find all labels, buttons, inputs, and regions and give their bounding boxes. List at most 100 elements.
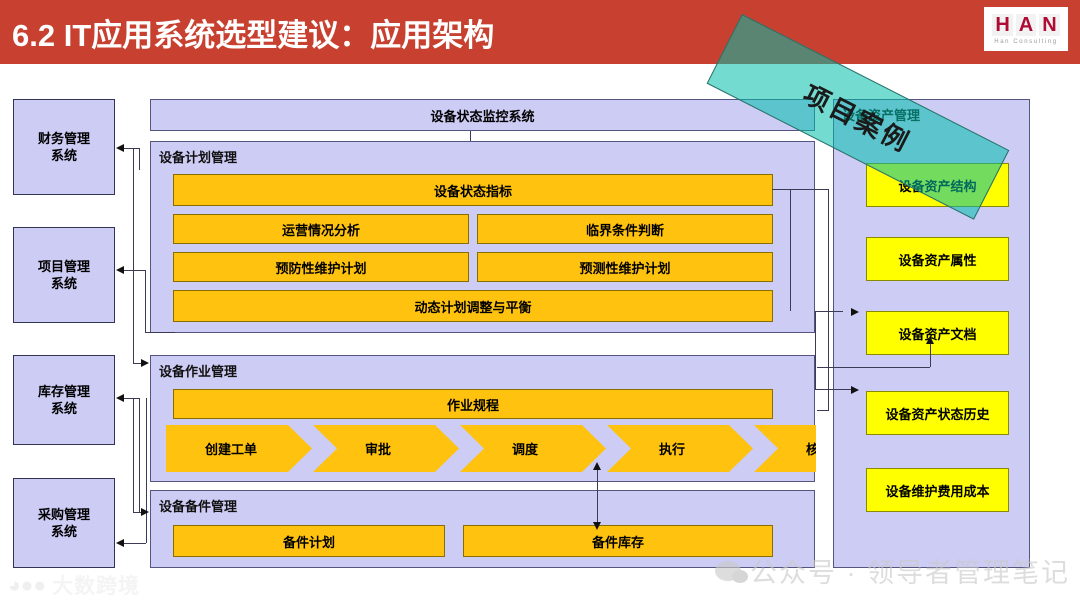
purchase-line1: 采购管理 [37,507,90,522]
arrow-up-to-status-history [926,336,934,344]
purchase-line2: 系统 [50,524,77,539]
arrow-to-status-history [851,308,859,316]
asset-item-label: 设备资产文档 [898,326,977,342]
sidebar-item-purchase-system[interactable]: 采购管理 系统 [13,478,115,568]
inventory-line2: 系统 [50,401,77,416]
sidebar-item-label: 项目管理 系统 [38,258,90,292]
page-title: 6.2 IT应用系统选型建议：应用架构 [12,18,495,53]
plan-item-operation-analysis[interactable]: 运营情况分析 [173,214,469,244]
project-line1: 项目管理 [37,259,90,274]
process-step-create-work-order[interactable]: 创建工单 [166,425,312,472]
header-band [0,0,1080,64]
connector-plan-to-project-v [145,270,146,332]
process-step-label: 执行 [658,442,685,457]
equipment-status-monitor-bar[interactable]: 设备状态监控系统 [150,99,815,131]
connector-execute-to-spare-inventory [597,465,598,528]
plan-item-label: 动态计划调整与平衡 [414,299,532,315]
job-item-operating-procedure[interactable]: 作业规程 [173,389,773,419]
connector-job-to-inventory-v [139,398,140,512]
connector-status-indicator-down [828,189,829,411]
monitor-bar-label: 设备状态监控系统 [430,108,535,124]
connector-plan-panel-right [815,311,843,312]
finance-line1: 财务管理 [37,131,90,146]
connector-cost-to-history [930,341,931,367]
connector-job-to-purchase-h [124,543,146,544]
arrow-to-finance-system [116,144,124,152]
logo-letter-a: A [1015,13,1037,36]
plan-item-critical-condition[interactable]: 临界条件判断 [477,214,773,244]
sidebar-item-inventory-system[interactable]: 库存管理 系统 [13,355,115,445]
watermark-right-label: 公众号 · 领导者管理笔记 [750,558,1070,588]
sidebar-item-finance-system[interactable]: 财务管理 系统 [13,99,115,195]
arrow-to-inventory-system [116,394,124,402]
connector-job-to-inventory-h [124,398,139,399]
sidebar-item-label: 采购管理 系统 [38,506,90,540]
asset-item-status-history[interactable]: 设备资产状态历史 [866,391,1009,435]
watermark-right: 公众号 · 领导者管理笔记 [715,551,1070,590]
connector-plan-to-finance-h [124,148,139,149]
plan-item-label: 设备状态指标 [433,183,512,199]
equipment-spare-parts-panel: 设备备件管理 备件计划 备件库存 [150,490,815,568]
plan-item-predictive-maintenance[interactable]: 预测性维护计划 [477,252,773,282]
arrow-to-maintenance-cost [851,386,859,394]
connector-job-to-purchase-v [146,398,147,543]
asset-item-label: 设备资产属性 [898,252,977,268]
process-step-execute[interactable]: 执行 [607,425,753,472]
plan-item-status-indicator[interactable]: 设备状态指标 [173,174,773,206]
connector-into-status-history [817,410,828,411]
sidebar-item-label: 库存管理 系统 [38,383,90,417]
spare-panel-title: 设备备件管理 [159,499,238,514]
asset-item-label: 设备资产状态历史 [885,406,990,422]
connector-to-spare-panel [133,512,141,513]
spare-item-inventory[interactable]: 备件库存 [463,525,773,557]
connector-plan-to-project-h [124,270,145,271]
sidebar-item-label: 财务管理 系统 [38,130,90,164]
plan-item-dynamic-balance[interactable]: 动态计划调整与平衡 [173,290,773,322]
plan-item-label: 预测性维护计划 [579,260,671,276]
arrow-to-purchase-system [116,539,124,547]
logo-subtitle: Han Consulting [994,38,1058,45]
watermark-left-label: 大数跨境 [52,575,141,598]
plan-item-label: 临界条件判断 [585,222,664,238]
inventory-line1: 库存管理 [37,384,90,399]
wechat-icon [715,560,748,583]
han-consulting-logo: H A N Han Consulting [982,5,1070,53]
connector-cost-to-history-h [817,367,930,368]
spare-item-label: 备件库存 [591,534,644,550]
connector-plan-to-finance-v [139,148,140,170]
connector-job-panel-right [815,389,851,390]
job-item-label: 作业规程 [446,397,499,413]
logo-letter-n: N [1039,13,1060,36]
spare-item-plan[interactable]: 备件计划 [173,525,445,557]
plan-item-preventive-maintenance[interactable]: 预防性维护计划 [173,252,469,282]
equipment-plan-management-panel: 设备计划管理 设备状态指标 运营情况分析 临界条件判断 预防性维护计划 预测性维… [150,141,815,333]
spare-item-label: 备件计划 [282,534,335,550]
process-step-approval[interactable]: 审批 [313,425,459,472]
asset-item-label: 设备维护费用成本 [885,483,990,499]
connector-to-spare-panel-v [133,398,134,512]
arrow-up-to-execute [593,462,601,470]
watermark-left: ◕●● 大数跨境 [8,570,140,600]
asset-item-maintenance-cost[interactable]: 设备维护费用成本 [866,468,1009,512]
chevron-overflow-mask [816,420,836,480]
asset-item-documents[interactable]: 设备资产文档 [866,311,1009,355]
process-step-dispatch[interactable]: 调度 [460,425,606,472]
logo-letters: H A N [992,13,1060,36]
asset-item-attributes[interactable]: 设备资产属性 [866,237,1009,281]
plan-item-label: 运营情况分析 [281,222,360,238]
sidebar-item-project-system[interactable]: 项目管理 系统 [13,227,115,323]
arrow-to-job-panel [141,359,149,367]
process-step-label: 调度 [511,442,538,457]
process-step-label: 创建工单 [204,442,257,457]
arrow-to-spare-panel [141,508,149,516]
arrow-down-to-spare-inventory [593,522,601,530]
connector-status-indicator-out [772,189,828,190]
connector-plan-panel-right-v [790,189,791,311]
connector-plan-down-v [133,148,134,363]
plan-item-label: 预防性维护计划 [275,260,367,276]
connector-plan-bottom [145,332,175,333]
logo-letter-h: H [992,13,1013,36]
connector-job-panel-right-v [815,311,816,389]
connector-plan-down-h [133,363,141,364]
